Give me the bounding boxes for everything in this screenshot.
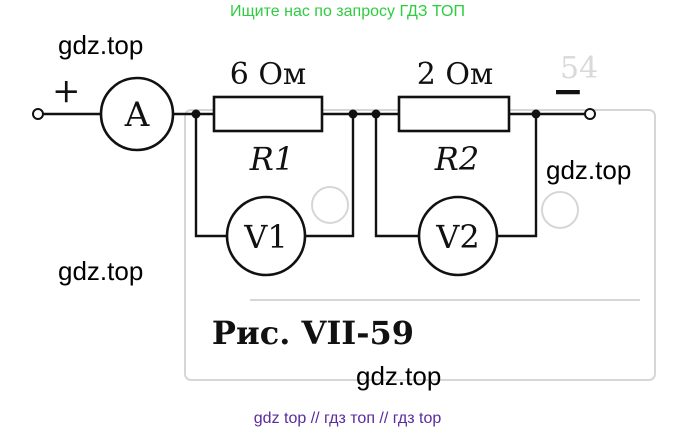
plus-sign: + (52, 71, 81, 111)
positive-terminal (32, 108, 44, 120)
resistor-r2: 2 Ом R2 (397, 57, 511, 178)
watermark-text: gdz.top (58, 30, 144, 60)
voltmeter-v2: V2 (417, 195, 499, 277)
voltmeter-v1-label: V1 (243, 218, 287, 256)
junction-node (531, 109, 541, 119)
resistor-r1: 6 Ом R1 (212, 57, 324, 178)
resistor-r1-value: 6 Ом (230, 57, 307, 92)
junction-node (348, 109, 358, 119)
junction-node (371, 109, 381, 119)
resistor-r1-name: R1 (249, 140, 294, 178)
footer-links[interactable]: gdz top // гдз топ // гдз top (253, 410, 442, 427)
figure-caption: Рис. VII-59 (212, 314, 414, 352)
resistor-r2-value: 2 Ом (417, 57, 494, 92)
svg-text:54: 54 (560, 51, 598, 86)
watermark-text: gdz.top (356, 361, 442, 391)
minus-sign: − (552, 68, 584, 113)
junction-node (191, 109, 201, 119)
watermark-text: gdz.top (58, 256, 144, 286)
watermark-text: gdz.top (546, 155, 632, 185)
resistor-r2-name: R2 (434, 140, 479, 178)
header-banner[interactable]: Ищите нас по запросу ГДЗ ТОП (230, 3, 465, 20)
voltmeter-v1: V1 (225, 195, 307, 277)
ammeter-label: A (124, 95, 150, 135)
negative-terminal (584, 108, 596, 120)
ammeter: A (99, 76, 175, 152)
voltmeter-v2-label: V2 (435, 218, 479, 256)
